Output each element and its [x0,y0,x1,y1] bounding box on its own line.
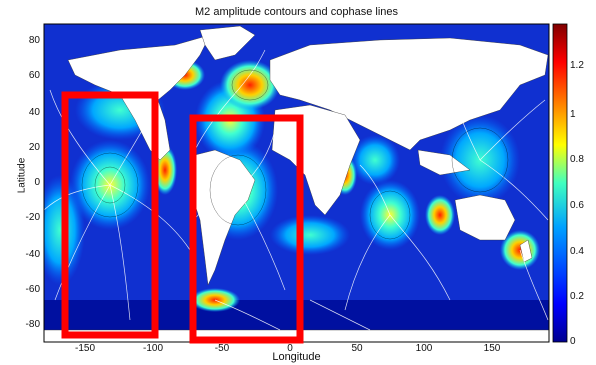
colorbar-tick-1-2: 1.2 [570,60,584,71]
x-tick-50: 50 [351,343,363,354]
y-tick-20: 20 [28,142,40,153]
x-tick-minus50: -50 [214,343,230,354]
x-tick-minus150: -150 [74,343,95,354]
x-axis-label: Longitude [272,351,321,363]
x-tick-0: 0 [287,343,293,354]
cophase-lines [44,49,549,331]
y-tick-40: 40 [28,107,40,118]
southeast-asia-islands [417,149,471,176]
y-tick-0: 0 [34,177,40,188]
colorbar-tick-0-2: 0.2 [570,291,584,302]
south-america [189,149,256,286]
greenland [199,25,256,61]
highlight-box-pacific [61,91,159,339]
y-tick-minus80: -80 [25,319,40,330]
australia [454,194,516,241]
colorbar-tick-1: 1 [570,109,576,120]
eurasia [269,37,549,151]
colorbar-tick-0-6: 0.6 [570,200,584,211]
africa [271,104,361,216]
amplitude-contour-lines [81,69,509,240]
y-tick-80: 80 [28,35,40,46]
colorbar [552,23,568,343]
map-plot-area [44,24,549,342]
x-tick-minus100: -100 [142,343,163,354]
colorbar-tick-0-4: 0.4 [570,246,584,257]
x-tick-100: 100 [415,343,433,354]
colorbar-tick-0: 0 [570,336,576,347]
y-tick-60: 60 [28,70,40,81]
y-tick-minus40: -40 [25,249,40,260]
y-tick-minus20: -20 [25,212,40,223]
map-title: M2 amplitude contours and cophase lines [194,6,398,18]
colorbar-tick-0-8: 0.8 [570,154,584,165]
x-tick-150: 150 [483,343,501,354]
y-tick-minus60: -60 [25,284,40,295]
highlight-box-atlantic [189,114,304,344]
new-zealand [519,239,533,263]
